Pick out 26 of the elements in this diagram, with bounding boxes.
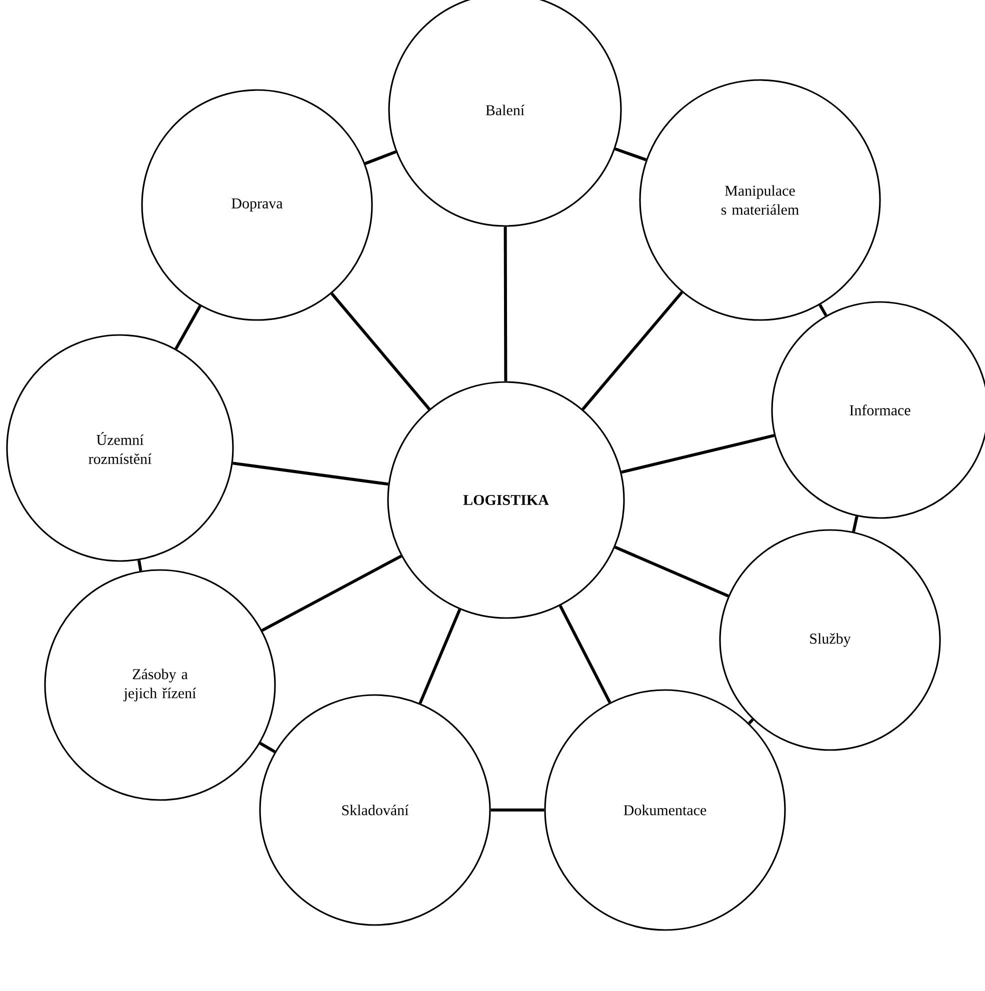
connector-line [259,742,276,754]
connector-line [582,291,684,410]
circle-node: LOGISTIKA [387,381,625,619]
connector-line [490,808,544,812]
circle-node: Územní rozmístění [6,334,234,562]
connector-line [137,560,142,572]
connector-line [418,608,462,704]
circle-node: Dokumentace [544,689,786,931]
connector-line [558,605,612,704]
connector-line [818,304,828,316]
connector-line [174,305,202,350]
connector-line [614,147,647,162]
circle-node: Skladování [259,694,491,926]
connector-line [330,292,431,410]
connector-line [748,718,754,724]
circle-node: Zásoby a jejich řízení [44,569,276,801]
connector-line [364,150,396,165]
connector-line [852,516,858,532]
connector-line [621,434,775,474]
circle-node: Doprava [141,89,373,321]
circle-node: Manipulace s materiálem [639,79,881,321]
connector-line [261,554,402,632]
connector-line [504,226,508,382]
connector-line [232,462,388,486]
circle-node: Služby [719,529,941,751]
connector-line [614,546,729,598]
